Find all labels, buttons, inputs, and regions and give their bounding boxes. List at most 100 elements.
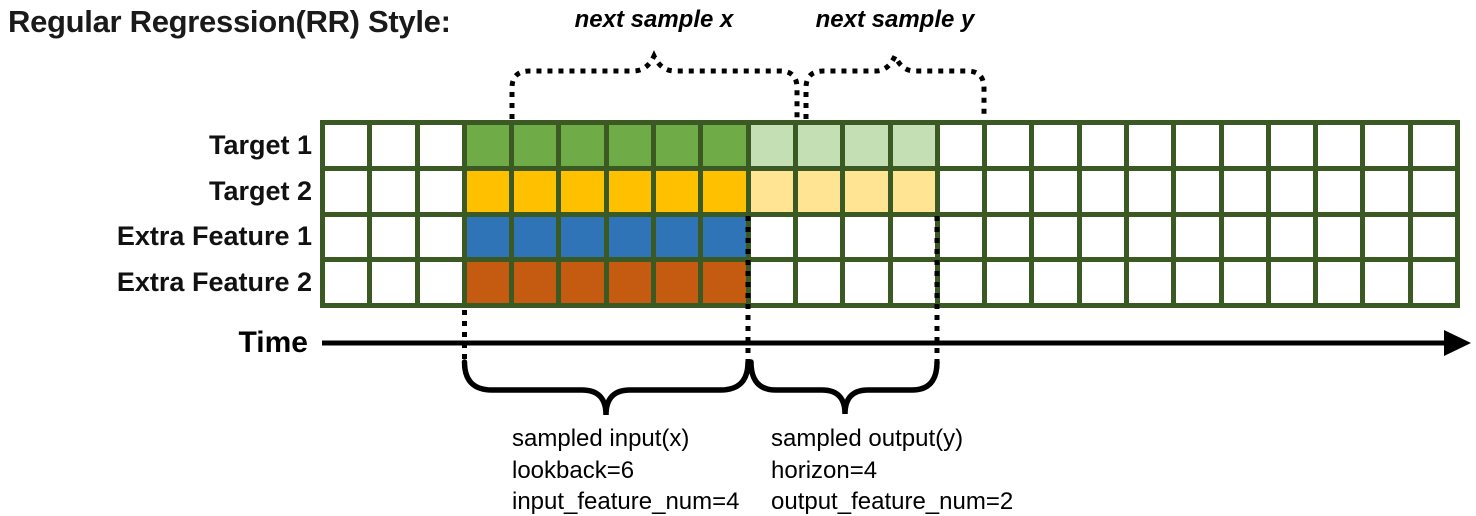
grid-cell [514,125,557,166]
grid-cell [561,170,604,212]
grid-cell [656,262,699,303]
grid-cell [1128,216,1172,258]
grid-cell [1081,262,1124,303]
sampled-output-line: sampled output(y) [771,425,964,452]
grid-cell [1223,170,1266,212]
grid-cell [987,216,1030,258]
grid-cell [419,262,462,303]
grid-cell [514,170,557,212]
grid-cell [845,216,888,258]
grid-cell [1081,125,1124,166]
grid-cell [514,262,557,303]
grid-cell [1128,125,1172,166]
grid-cell [608,216,652,258]
sampled-output-brace [748,359,940,415]
grid-cell [939,216,983,258]
row-label-target-1: Target 1 [208,130,312,160]
grid-cell [1176,125,1219,166]
grid-cell [372,262,415,303]
grid-cell [1034,125,1077,166]
grid-cell [561,262,604,303]
grid-cell [325,170,368,212]
grid-cell [797,170,841,212]
next-sample-y-label: next sample y [815,6,975,33]
grid-cell [1412,262,1455,303]
grid-cell [325,125,368,166]
grid-cell [939,170,983,212]
grid-cell [1412,170,1455,212]
lookback-line: lookback=6 [512,456,635,484]
grid-cell [939,125,983,166]
grid-cell [703,262,746,303]
grid-cell [1128,262,1172,303]
grid-cell [1270,216,1314,258]
row-label-target-2: Target 2 [208,175,312,206]
sampled-output-annotation: sampled output(y) horizon=4 output_featu… [771,423,1013,516]
grid-cell [466,262,510,303]
grid-cell [608,262,652,303]
grid-cell [1176,262,1219,303]
grid-cell [797,262,841,303]
grid-cell [1318,170,1361,212]
grid-cell [608,170,652,212]
grid-cell [372,216,415,258]
diagram-title: Regular Regression(RR) Style: [8,4,451,39]
grid-cell [372,170,415,212]
grid-cell [325,216,368,258]
grid-cell [1128,170,1172,212]
output-feature-num-line: output_feature_num=2 [771,488,1014,515]
grid-cell [561,125,604,166]
grid-cell [845,125,888,166]
grid-cell [703,125,746,166]
grid-cell [608,125,652,166]
row-label-extra-feature-2: Extra Feature 2 [116,267,312,298]
grid-cell [1034,170,1077,212]
grid-cell [419,216,462,258]
sample-grid [320,120,1460,308]
grid-cell [1223,216,1266,258]
grid-cell [892,170,935,212]
grid-cell [1365,170,1408,212]
grid-cell [987,125,1030,166]
grid-cell [419,170,462,212]
grid-cell [1412,216,1455,258]
grid-cell [797,125,841,166]
grid-cell [987,170,1030,212]
grid-cell [656,125,699,166]
grid-cell [1034,262,1077,303]
next-sample-x-label: next sample x [574,6,734,33]
grid-cell [845,170,888,212]
grid-cell [656,216,699,258]
grid-cell [1176,170,1219,212]
grid-cell [1318,216,1361,258]
grid-cell [1223,125,1266,166]
sampled-input-line: sampled input(x) [512,425,690,452]
grid-cell [1081,216,1124,258]
input-feature-num-line: input_feature_num=4 [512,488,740,515]
grid-cell [1318,262,1361,303]
grid-cell [1081,170,1124,212]
grid-cell [845,262,888,303]
grid-cell [1412,125,1455,166]
grid-cell [892,125,935,166]
grid-cell [419,125,462,166]
grid-cell [1365,125,1408,166]
grid-cell [466,216,510,258]
grid-cell [797,216,841,258]
grid-cell [987,262,1030,303]
grid-cell [1176,216,1219,258]
grid-cell [514,216,557,258]
time-axis-arrowhead-icon [1444,330,1471,356]
grid-cell [466,125,510,166]
grid-cell [1270,170,1314,212]
grid-cell [561,216,604,258]
grid-cell [892,216,935,258]
grid-cell [750,262,793,303]
grid-cell [1318,125,1361,166]
grid-cell [939,262,983,303]
next-sample-x-brace [509,50,800,119]
grid-cell [1270,125,1314,166]
sampled-input-brace [461,359,751,416]
grid-cell [1034,216,1077,258]
